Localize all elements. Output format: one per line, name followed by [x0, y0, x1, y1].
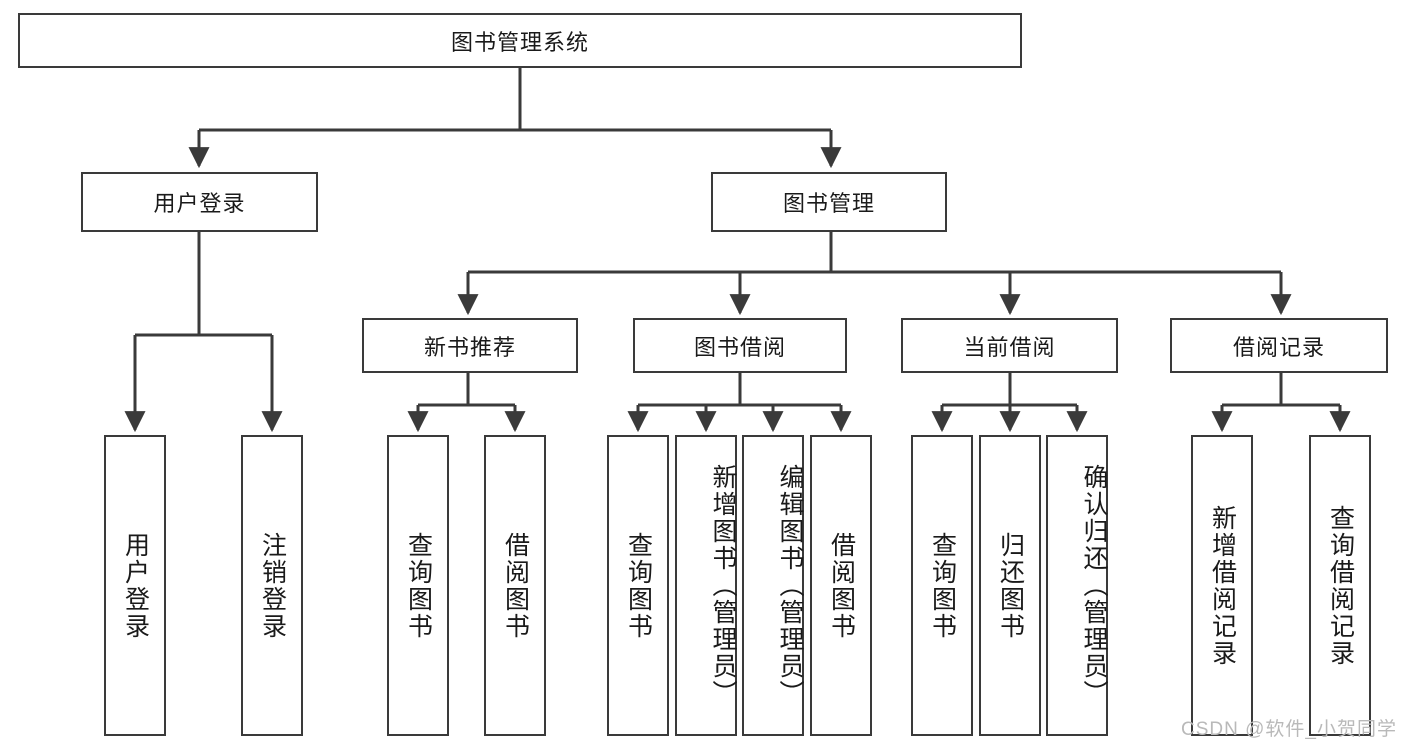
leaf-query-book-current[interactable]: 查询图书 [911, 435, 973, 736]
leaf-user-logout[interactable]: 注销登录 [241, 435, 303, 736]
node-borrow-record[interactable]: 借阅记录 [1170, 318, 1388, 373]
node-book-management[interactable]: 图书管理 [711, 172, 947, 232]
leaf-query-book-borrow[interactable]: 查询图书 [607, 435, 669, 736]
leaf-add-book-admin[interactable]: 新增图书（管理员） [675, 435, 737, 736]
leaf-edit-book-admin[interactable]: 编辑图书（管理员） [742, 435, 804, 736]
leaf-borrow-book-newbook[interactable]: 借阅图书 [484, 435, 546, 736]
leaf-add-borrow-record[interactable]: 新增借阅记录 [1191, 435, 1253, 736]
leaf-user-login[interactable]: 用户登录 [104, 435, 166, 736]
node-current-borrow[interactable]: 当前借阅 [901, 318, 1118, 373]
leaf-borrow-book[interactable]: 借阅图书 [810, 435, 872, 736]
leaf-confirm-return-admin[interactable]: 确认归还（管理员） [1046, 435, 1108, 736]
node-new-book-recommend[interactable]: 新书推荐 [362, 318, 578, 373]
watermark-text: CSDN @软件_小贺同学 [1181, 719, 1397, 740]
node-book-borrow[interactable]: 图书借阅 [633, 318, 847, 373]
leaf-query-book-newbook[interactable]: 查询图书 [387, 435, 449, 736]
node-root[interactable]: 图书管理系统 [18, 13, 1022, 68]
leaf-return-book[interactable]: 归还图书 [979, 435, 1041, 736]
node-user-login[interactable]: 用户登录 [81, 172, 318, 232]
leaf-query-borrow-record[interactable]: 查询借阅记录 [1309, 435, 1371, 736]
